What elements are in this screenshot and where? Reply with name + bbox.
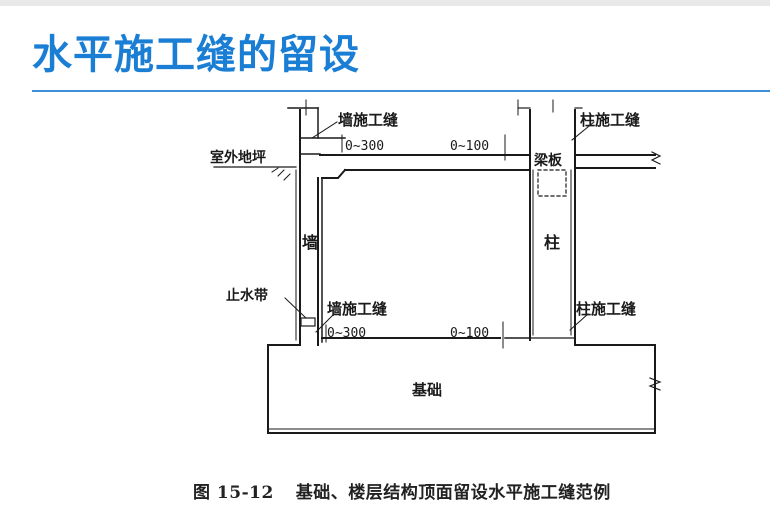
label-beam-slab: 梁板 <box>533 152 563 169</box>
label-foundation: 基础 <box>411 381 442 399</box>
figure-caption-text: 基础、楼层结构顶面留设水平施工缝范例 <box>295 483 611 503</box>
label-column-joint-top: 柱施工缝 <box>580 111 640 129</box>
label-column: 柱 <box>544 233 560 252</box>
slab-haunch <box>321 168 347 179</box>
break-mark-right-high <box>650 151 662 165</box>
leader-column-joint-bottom <box>569 313 589 331</box>
label-wall-joint-bottom: 墙施工缝 <box>327 300 387 318</box>
figure-caption: 图 15-12 基础、楼层结构顶面留设水平施工缝范例 <box>193 478 611 503</box>
ground-hatch <box>271 167 291 181</box>
dim-column-bottom: 0~100 <box>450 326 489 341</box>
label-outdoor-ground: 室外地坪 <box>210 149 266 166</box>
slide-title: 水平施工缝的留设 <box>32 32 360 78</box>
waterstop <box>300 317 316 327</box>
label-wall-joint-top: 墙施工缝 <box>338 111 398 129</box>
beam-dashed-box <box>537 169 567 197</box>
dim-wall-top: 0~300 <box>345 139 384 154</box>
figure-number: 图 15-12 <box>193 483 274 503</box>
top-strip <box>0 0 770 6</box>
dim-wall-bottom: 0~300 <box>327 326 366 341</box>
label-waterstop: 止水带 <box>226 287 268 304</box>
title-rule <box>32 90 770 92</box>
break-mark-right-low <box>648 377 662 391</box>
label-column-joint-bottom: 柱施工缝 <box>576 300 636 318</box>
label-wall: 墙 <box>302 233 318 252</box>
dim-column-top: 0~100 <box>450 139 489 154</box>
leader-wall-joint-top <box>311 121 338 139</box>
leader-wall-joint-bottom <box>315 313 335 333</box>
leader-column-joint-top <box>571 121 595 141</box>
waterstop-leader <box>284 297 307 319</box>
foundation-outline <box>267 344 656 434</box>
